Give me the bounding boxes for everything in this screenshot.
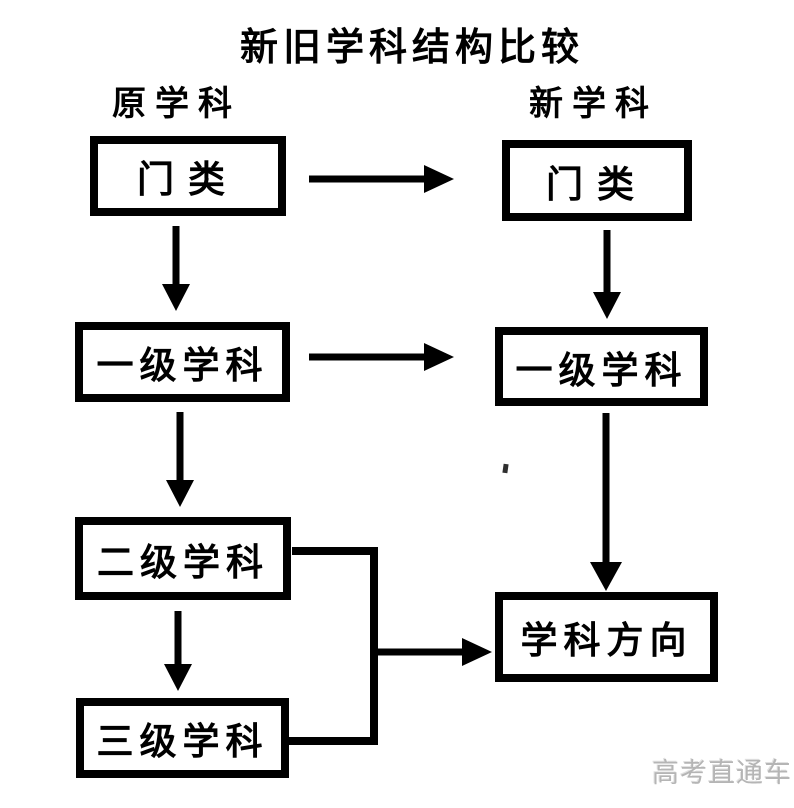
diagram-title: 新旧学科结构比较 <box>240 27 585 69</box>
arrow-old-first-level-to-old-second-level <box>166 412 194 507</box>
arrow-old-first-level-to-new-first-level <box>309 343 454 371</box>
arrow-bracket-to-new-direction <box>374 638 492 666</box>
node-old-third-level: 三级学科 <box>76 698 289 778</box>
arrow-new-first-level-to-new-direction <box>590 413 622 591</box>
new-column-header: 新学科 <box>529 86 658 123</box>
node-old-category: 门类 <box>90 136 286 216</box>
node-new-first-level: 一级学科 <box>495 327 708 406</box>
node-old-first-level: 一级学科 <box>75 322 290 402</box>
arrow-old-second-level-to-old-third-level <box>164 611 192 691</box>
watermark-text: 高考直通车 <box>652 758 792 788</box>
bracket-second-third-level <box>288 547 378 745</box>
node-old-second-level: 二级学科 <box>75 517 291 600</box>
node-label: 一级学科 <box>96 346 269 387</box>
node-label: 学科方向 <box>520 621 693 662</box>
node-label: 一级学科 <box>515 350 688 392</box>
node-label: 门类 <box>546 164 648 206</box>
node-label: 三级学科 <box>96 722 269 763</box>
arrow-new-category-to-new-first-level <box>593 230 621 319</box>
node-label: 门类 <box>137 160 239 201</box>
scan-noise-speck <box>502 463 509 474</box>
node-new-discipline-direction: 学科方向 <box>495 592 718 682</box>
node-label: 二级学科 <box>97 542 269 584</box>
arrow-old-category-to-new-category <box>309 165 454 193</box>
arrow-old-category-to-old-first-level <box>162 226 190 311</box>
node-new-category: 门类 <box>502 140 692 221</box>
old-column-header: 原学科 <box>112 86 241 123</box>
